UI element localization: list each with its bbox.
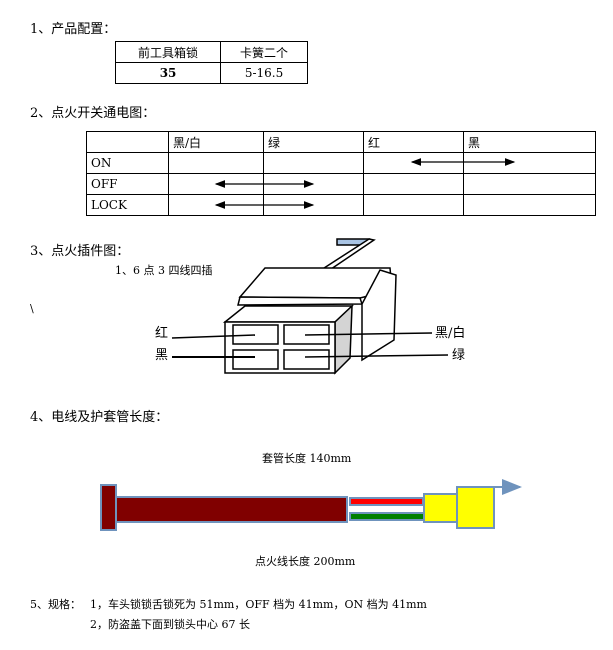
section2-title: 2、点火开关通电图： (30, 106, 156, 121)
section5-title: 5、规格： (30, 598, 81, 611)
label-black: 黑 (155, 348, 169, 363)
sleeve-end-cap (100, 484, 117, 531)
label-green: 绿 (452, 348, 466, 363)
config-header: 卡簧二个 (220, 41, 308, 63)
spec-line-1: 1，车头锁锁舌锁死为 51mm，OFF 档为 41mm，ON 档为 41mm (90, 598, 427, 611)
green-wire (349, 512, 425, 521)
config-value: 5-16.5 (220, 62, 308, 84)
stray-backslash: \ (30, 302, 34, 315)
sleeve-length: 套管长度 140mm (262, 452, 352, 465)
plug-small (423, 493, 458, 523)
label-black-white: 黑/白 (435, 326, 466, 341)
config-value: 35 (114, 62, 222, 84)
spec-line-2: 2，防盗盖下面到锁头中心 67 长 (90, 618, 250, 631)
row-label-lock: LOCK (86, 194, 169, 216)
section3-title: 3、点火插件图： (30, 244, 130, 259)
sleeve (115, 496, 348, 523)
header-cell: 黑/白 (168, 131, 264, 153)
section1-title: 1、产品配置： (30, 22, 117, 37)
section4-title: 4、电线及护套管长度： (30, 410, 169, 425)
plug-large (456, 486, 495, 529)
wire-length: 点火线长度 200mm (255, 555, 356, 568)
section3-subtitle: 1、6 点 3 四线四插 (115, 264, 213, 277)
switch-table: 黑/白绿红黑 ON OFF LOCK (86, 131, 596, 216)
header-cell: 红 (363, 131, 464, 153)
red-wire (349, 497, 424, 506)
cable-diagram (100, 479, 522, 531)
connector-drawing (171, 238, 449, 375)
label-red: 红 (155, 326, 169, 341)
